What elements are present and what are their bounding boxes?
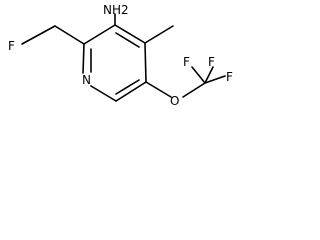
bond-c4-c5 xyxy=(144,42,147,83)
bond-c6-n1 xyxy=(90,85,117,102)
double-bond-c5-c6 xyxy=(115,79,140,95)
bond-c3-c4 xyxy=(114,24,146,44)
bond-cf3-f-left xyxy=(191,66,206,84)
bond-ch2-f xyxy=(21,25,56,45)
amine-label: NH2 xyxy=(103,3,129,17)
bond-o-cf3 xyxy=(182,82,206,98)
bond-c2-ch2 xyxy=(54,25,85,45)
bond-cf3-f-top xyxy=(204,66,214,84)
fluorine-label-cf3-top: F xyxy=(208,55,215,69)
fluorine-label-cf3-left: F xyxy=(183,55,190,69)
bond-c5-c6 xyxy=(115,81,147,102)
ring-nitrogen-label: N xyxy=(82,73,91,87)
ether-oxygen-label: O xyxy=(170,94,179,108)
double-bond-c3-c4 xyxy=(115,32,140,48)
bond-c5-o xyxy=(145,81,172,98)
bond-n1-c2 xyxy=(82,43,85,74)
fluorine-label-cf3-right: F xyxy=(226,70,233,84)
fluorine-label-ch2f: F xyxy=(8,39,15,53)
bond-c2-c3 xyxy=(83,24,116,45)
bond-cf3-f-right xyxy=(204,75,226,84)
structure-canvas: NH2 F N O F F F xyxy=(0,0,256,138)
chemical-structure-diagram: NH2 F N O F F F xyxy=(8,3,233,108)
bond-c4-methyl xyxy=(144,25,174,44)
